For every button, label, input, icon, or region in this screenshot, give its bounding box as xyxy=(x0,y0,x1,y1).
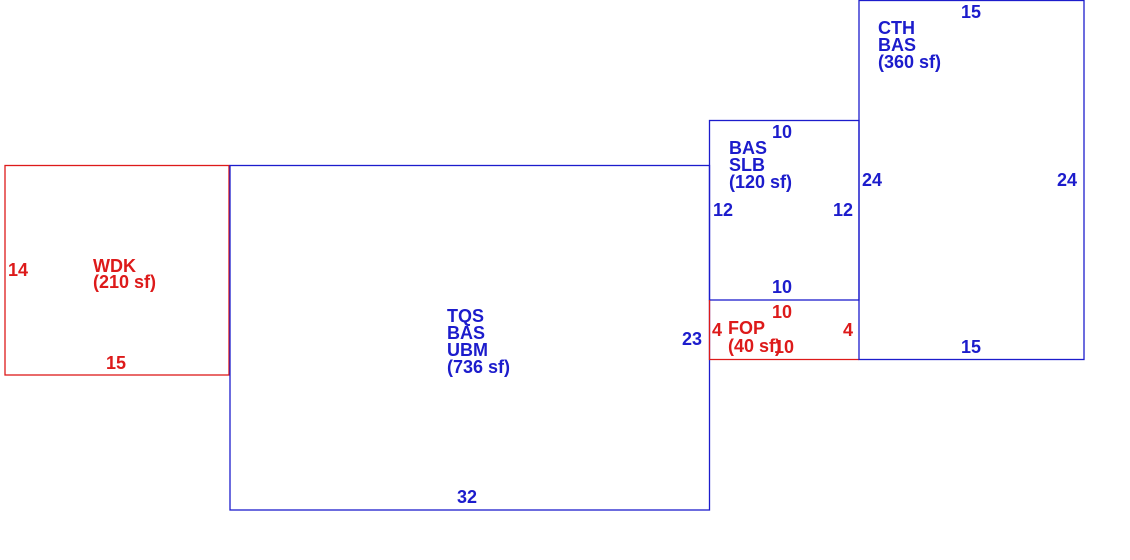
cth-code-1: CTH xyxy=(878,18,915,38)
slb-area: (120 sf) xyxy=(729,172,792,192)
main-code-2: BAS xyxy=(447,323,485,343)
area-cth[interactable]: CTH BAS (360 sf) 15 24 24 15 xyxy=(858,0,1085,361)
slb-code-1: BAS xyxy=(729,138,767,158)
area-wdk[interactable]: WDK (210 sf) 14 15 xyxy=(4,164,230,376)
main-dim-bottom: 32 xyxy=(457,487,477,507)
area-main[interactable]: TQS BAS UBM (736 sf) 23 32 xyxy=(229,164,711,511)
cth-dim-right: 24 xyxy=(1057,170,1077,190)
wdk-dim-bottom: 15 xyxy=(106,353,126,373)
cth-area: (360 sf) xyxy=(878,52,941,72)
slb-dim-bottom: 10 xyxy=(772,277,792,297)
wdk-dim-left: 14 xyxy=(8,260,28,280)
slb-dim-left: 12 xyxy=(713,200,733,220)
cth-dim-bottom: 15 xyxy=(961,337,981,357)
cth-outline xyxy=(858,0,1085,361)
cth-dim-top: 15 xyxy=(961,2,981,22)
slb-dim-right: 12 xyxy=(833,200,853,220)
fop-dim-left: 4 xyxy=(712,320,722,340)
main-area: (736 sf) xyxy=(447,357,510,377)
wdk-outline xyxy=(4,164,230,376)
cth-code-2: BAS xyxy=(878,35,916,55)
main-code-3: UBM xyxy=(447,340,488,360)
fop-dim-bottom: 10 xyxy=(774,337,794,357)
fop-area: (40 sf) xyxy=(728,336,781,356)
fop-dim-right: 4 xyxy=(843,320,853,340)
area-slb[interactable]: BAS SLB (120 sf) 10 12 12 10 xyxy=(708,119,860,301)
fop-dim-top: 10 xyxy=(772,302,792,322)
main-dim-right: 23 xyxy=(682,329,702,349)
main-code-1: TQS xyxy=(447,306,484,326)
fop-outline xyxy=(708,300,859,361)
wdk-code: WDK xyxy=(93,256,136,276)
fop-code: FOP xyxy=(728,318,765,338)
cth-dim-left: 24 xyxy=(862,170,882,190)
slb-dim-top: 10 xyxy=(772,122,792,142)
slb-code-2: SLB xyxy=(729,155,765,175)
area-fop[interactable]: FOP (40 sf) 10 4 4 10 xyxy=(708,300,860,361)
wdk-area: (210 sf) xyxy=(93,272,156,292)
